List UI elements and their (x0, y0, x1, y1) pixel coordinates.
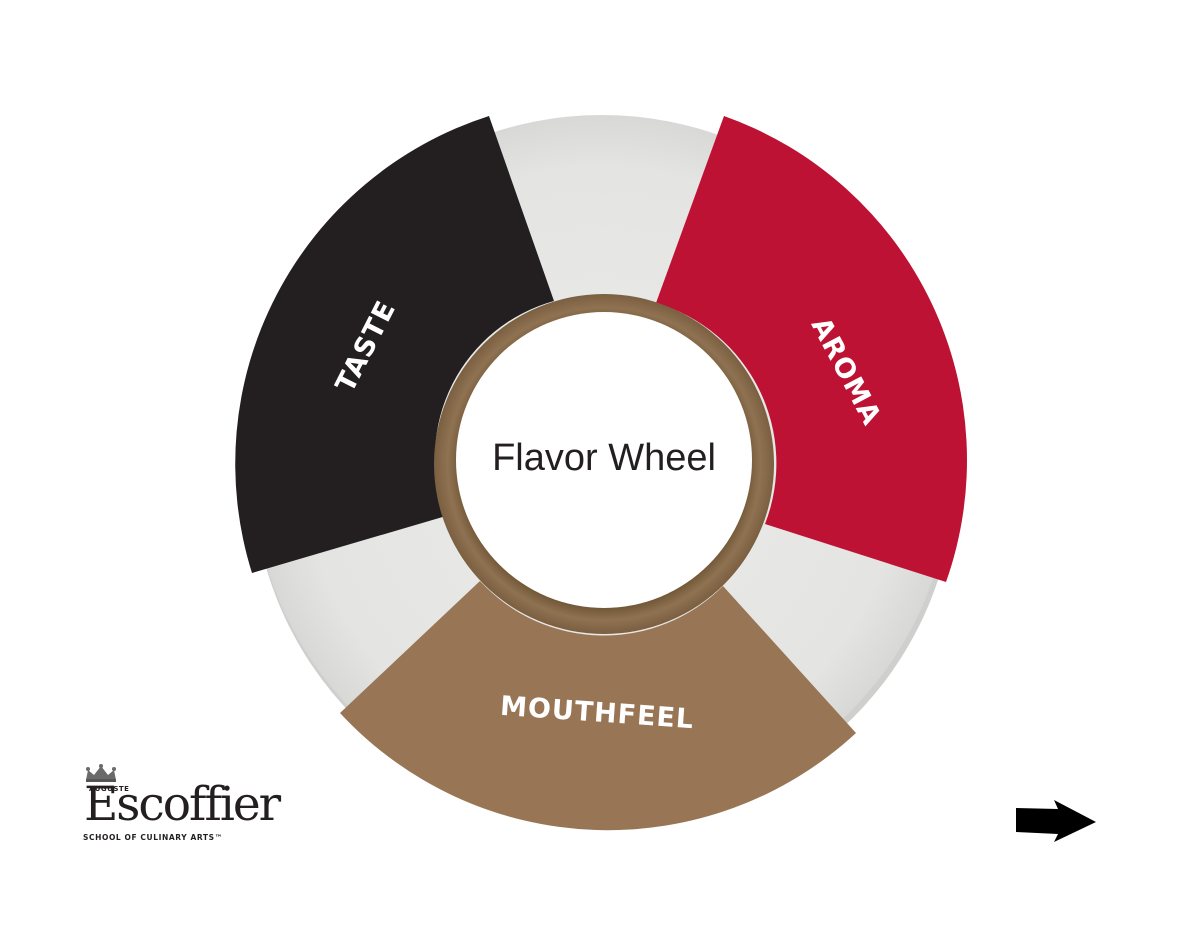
aroma-segment[interactable] (656, 116, 967, 582)
logo-name: Escoffier (84, 777, 281, 832)
taste-segment[interactable] (235, 116, 554, 573)
logo-auguste-text: AUGUSTE (89, 785, 130, 793)
logo-tagline: SCHOOL OF CULINARY ARTS™ (83, 833, 223, 842)
mouthfeel-segment[interactable] (340, 581, 856, 831)
center-disc (456, 312, 752, 608)
right-arrow-icon[interactable] (1014, 798, 1098, 844)
center-title: Flavor Wheel (492, 437, 716, 479)
escoffier-logo: AUGUSTE Escoffier SCHOOL OF CULINARY ART… (80, 764, 281, 848)
crown-icon (86, 764, 116, 782)
